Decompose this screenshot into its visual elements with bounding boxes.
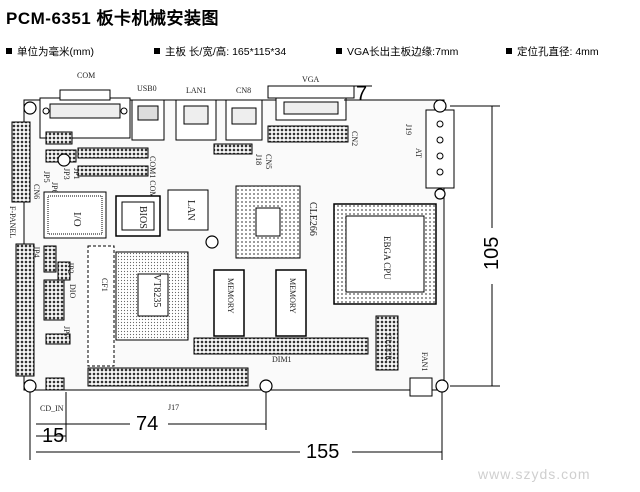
jp3-jumper <box>45 131 73 145</box>
dio-header <box>43 279 65 321</box>
bullet-icon <box>154 48 160 54</box>
label-jp4: JP4 <box>32 246 41 258</box>
label-jp7: JP7 <box>62 326 71 338</box>
j17-header <box>87 367 249 387</box>
left-lower-header <box>15 243 35 377</box>
cd-in-connector <box>45 377 65 391</box>
spec-vga-text: VGA长出主板边缘:7mm <box>347 46 459 58</box>
com-connector <box>39 89 131 139</box>
cn2-header <box>267 125 349 143</box>
label-jp3: JP3 <box>62 168 71 180</box>
label-j18: J18 <box>254 154 263 165</box>
label-jp1: JP1 <box>72 168 81 180</box>
label-j17: J17 <box>168 403 179 412</box>
bullet-icon <box>336 48 342 54</box>
label-cn5: CN5 <box>264 154 273 169</box>
dim-width-lines <box>29 392 443 460</box>
cf1-slot <box>87 245 115 367</box>
label-clock: CLOCK <box>384 334 393 361</box>
spec-hole-text: 定位孔直径: 4mm <box>517 46 599 58</box>
dim-hole-x2: 74 <box>136 413 158 435</box>
bullet-icon <box>506 48 512 54</box>
label-cd-in: CD_IN <box>40 404 64 413</box>
io-chip <box>43 191 107 239</box>
label-lan1: LAN1 <box>186 86 206 95</box>
dim-width: 155 <box>306 441 339 463</box>
page-title: PCM-6351 板卡机械安装图 <box>6 9 219 28</box>
spec-size: 主板 长/宽/高: 165*115*34 <box>154 44 286 59</box>
label-j19: J19 <box>404 124 413 135</box>
vga-connector <box>267 85 355 121</box>
label-lan: LAN <box>185 200 196 221</box>
label-f-panel: F-PANEL <box>8 206 17 238</box>
label-cn2: CN2 <box>350 131 359 146</box>
jp4-jumper <box>43 245 57 273</box>
label-cf1: CF1 <box>100 278 109 292</box>
bios-chip <box>115 195 161 237</box>
memory-chip-2 <box>275 269 307 337</box>
spec-vga: VGA长出主板边缘:7mm <box>336 44 458 59</box>
label-jp6: JP6 <box>50 182 59 194</box>
label-usb0: USB0 <box>137 84 157 93</box>
dim-height: 105 <box>481 237 503 270</box>
label-cn8: CN8 <box>236 86 251 95</box>
label-memory-2: MEMORY <box>288 278 297 314</box>
spec-unit-text: 单位为毫米(mm) <box>17 46 94 58</box>
lan-chip <box>167 189 209 231</box>
label-jp2: JP2 <box>66 262 75 274</box>
clock-chip <box>375 315 399 371</box>
com3-header <box>77 165 149 177</box>
com1-header <box>77 147 149 159</box>
label-ebga-cpu: EBGA CPU <box>382 236 392 280</box>
label-cn6: CN6 <box>32 184 41 199</box>
bullet-icon <box>6 48 12 54</box>
label-io: I/O <box>71 212 83 227</box>
label-fan1: FAN1 <box>420 352 429 371</box>
fan1-connector <box>409 377 433 397</box>
dim1-slot <box>193 337 369 355</box>
label-memory-1: MEMORY <box>226 278 235 314</box>
label-jp5: JP5 <box>42 171 51 183</box>
label-vga: VGA <box>302 75 320 84</box>
label-vt8235: VT8235 <box>151 274 162 307</box>
jp7-jumper <box>45 333 71 345</box>
label-at: AT <box>414 148 423 158</box>
spec-unit: 单位为毫米(mm) <box>6 44 94 59</box>
spec-hole: 定位孔直径: 4mm <box>506 44 599 59</box>
label-com: COM <box>77 71 95 80</box>
dim-vga-overhang: 7 <box>356 83 367 105</box>
left-upper-header <box>11 121 31 203</box>
memory-chip-1 <box>213 269 245 337</box>
label-com1-com3: COM1 COM3 <box>148 156 157 202</box>
label-dim1: DIM1 <box>272 355 292 364</box>
dim-height-lines <box>450 105 500 387</box>
spec-size-text: 主板 长/宽/高: 165*115*34 <box>165 46 287 58</box>
label-cle266: CLE266 <box>307 202 318 236</box>
watermark: www.szyds.com <box>478 466 591 482</box>
j18-header <box>213 143 253 155</box>
label-dio: DIO <box>68 284 77 298</box>
label-bios: BIOS <box>137 206 148 229</box>
dim-hole-x1: 15 <box>42 425 64 447</box>
